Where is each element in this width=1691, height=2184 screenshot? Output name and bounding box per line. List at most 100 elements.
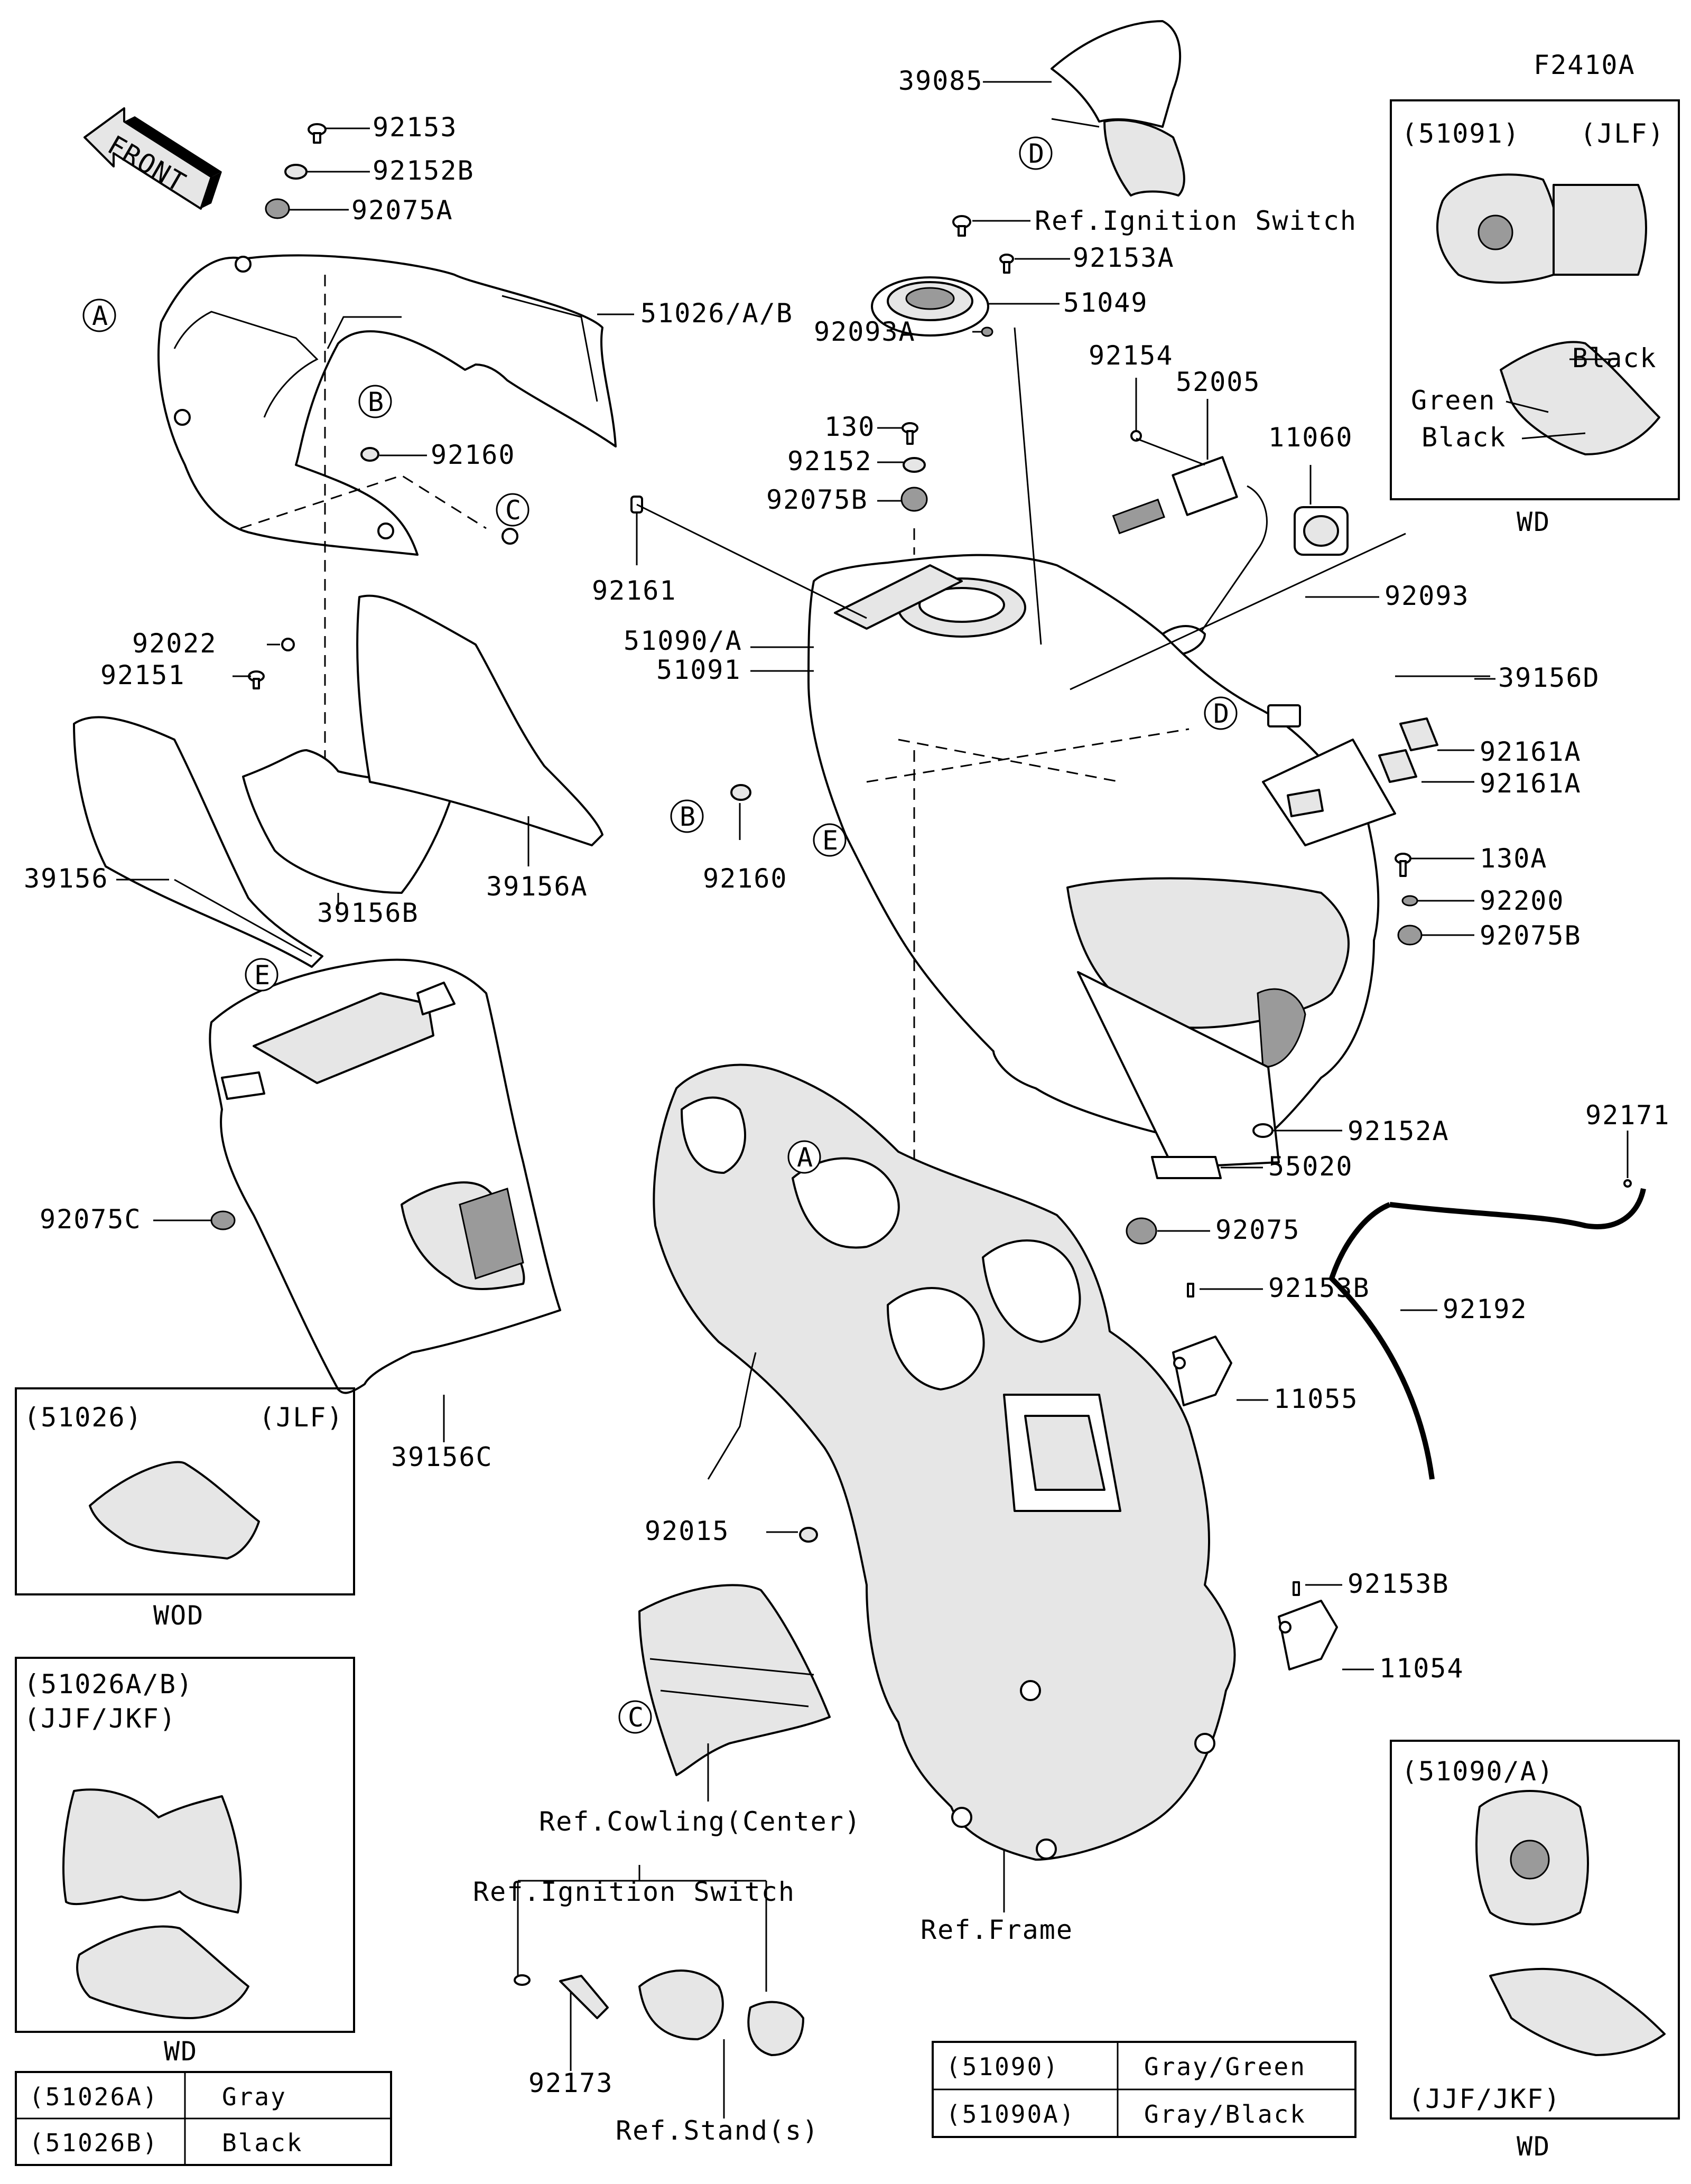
- color-table-51026-color-2: Black: [222, 2129, 303, 2157]
- label-92200: 92200: [1480, 885, 1565, 916]
- label-92075b-2: 92075B: [1480, 920, 1582, 951]
- label-ref-stand: Ref.Stand(s): [616, 2115, 819, 2146]
- label-39156d: 39156D: [1498, 662, 1600, 693]
- label-39156: 39156: [24, 863, 109, 894]
- ignition-stand-ref-drawing: [514, 1970, 804, 2056]
- inset-51091-color-2: Green: [1411, 385, 1496, 416]
- grommet-92160-b-icon: [730, 784, 751, 801]
- callout-d-upper: D: [1019, 136, 1053, 170]
- color-table-51026-part-2: (51026B): [29, 2129, 159, 2157]
- color-table-51090-color-2: Gray/Black: [1144, 2100, 1306, 2129]
- inset-51091-variant: (JLF): [1580, 118, 1665, 149]
- inset-51026-cover-drawing: [89, 1461, 260, 1560]
- front-arrow-icon: FRONT: [83, 107, 222, 210]
- svg-text:B: B: [368, 387, 385, 417]
- grommet-92075a-icon: [265, 198, 290, 219]
- label-92153a: 92153A: [1073, 242, 1175, 273]
- pad-92093-drawing: [1267, 704, 1301, 727]
- inset-51026ab-variant: (JJF/JKF): [24, 1703, 176, 1734]
- inset-51026ab-frame: [15, 1657, 355, 2033]
- screw-ignition-ref-icon: [952, 215, 971, 237]
- label-130: 130: [824, 412, 875, 442]
- collar-92015-icon: [799, 1527, 818, 1543]
- color-table-51026: [15, 2071, 392, 2166]
- inset-51090a-code: (51090/A): [1401, 1756, 1554, 1787]
- gasket-92093a-icon: [981, 326, 993, 337]
- label-92160-top: 92160: [431, 440, 516, 470]
- washer-92152b-icon: [284, 164, 308, 180]
- label-51091: 51091: [656, 655, 741, 685]
- label-92093a: 92093A: [814, 316, 916, 347]
- pad-39156a-drawing: [356, 594, 603, 846]
- svg-text:C: C: [505, 495, 522, 526]
- grommet-92075-icon: [1126, 1217, 1157, 1245]
- inset-51026-variant: (JLF): [259, 1402, 344, 1433]
- inset-51091-tank-drawing: [1436, 173, 1660, 455]
- label-92075: 92075: [1215, 1215, 1300, 1245]
- fastener-92153-icon: [308, 123, 327, 144]
- inset-51090a-tank-drawing: [1475, 1790, 1666, 2056]
- label-55020: 55020: [1268, 1151, 1353, 1182]
- inset-51026ab-code: (51026A/B): [24, 1669, 193, 1700]
- svg-text:E: E: [822, 825, 839, 856]
- color-table-51090-part-1: (51090): [946, 2052, 1060, 2081]
- svg-text:B: B: [680, 801, 696, 832]
- leader-lines: [116, 81, 1629, 2118]
- svg-text:A: A: [92, 301, 109, 331]
- label-92093: 92093: [1385, 581, 1470, 611]
- label-92075b: 92075B: [766, 484, 868, 515]
- label-ref-frame: Ref.Frame: [921, 1915, 1073, 1945]
- label-92192: 92192: [1443, 1294, 1528, 1324]
- side-cover-51026-drawing: [157, 254, 617, 556]
- label-92075a: 92075A: [351, 195, 453, 226]
- label-92173: 92173: [528, 2068, 614, 2098]
- screw-92151-icon: [248, 670, 265, 689]
- svg-text:D: D: [1213, 698, 1230, 729]
- svg-text:A: A: [797, 1142, 814, 1173]
- label-ref-ignition-top: Ref.Ignition Switch: [1035, 206, 1357, 236]
- label-92154: 92154: [1089, 340, 1174, 371]
- bolt-130-icon: [902, 422, 918, 445]
- inset-51026-frame: [15, 1387, 355, 1595]
- label-11060: 11060: [1268, 422, 1353, 453]
- callout-b-tank: B: [670, 799, 704, 833]
- inset-51026ab-cover-drawing: [62, 1788, 249, 2019]
- label-92152: 92152: [787, 446, 872, 477]
- color-table-51090-part-2: (51090A): [946, 2100, 1076, 2129]
- collar-92022-icon: [281, 638, 295, 651]
- grommet-92075c-icon: [210, 1210, 236, 1230]
- label-ref-cowling: Ref.Cowling(Center): [539, 1806, 861, 1837]
- label-92075c: 92075C: [40, 1204, 142, 1235]
- label-92022: 92022: [132, 628, 217, 659]
- label-11054: 11054: [1379, 1653, 1464, 1684]
- pad-39156d-drawing: [1262, 739, 1396, 846]
- label-92161a-2: 92161A: [1480, 768, 1582, 799]
- callout-a-upper: A: [82, 298, 116, 332]
- inset-51091-color-1: Black: [1572, 343, 1657, 374]
- color-table-51090-color-1: Gray/Green: [1144, 2052, 1306, 2081]
- color-table-51090: [932, 2041, 1356, 2138]
- inset-51090a-variant: (JJF/JKF): [1408, 2084, 1561, 2114]
- inset-51091-footer: WD: [1517, 507, 1550, 537]
- label-92171: 92171: [1585, 1100, 1670, 1131]
- figure-code: F2410A: [1534, 50, 1636, 80]
- color-table-51026-color-1: Gray: [222, 2083, 287, 2111]
- grommet-92160-icon: [360, 447, 379, 462]
- washer-92152-icon: [903, 457, 926, 473]
- callout-d-tank: D: [1204, 696, 1238, 730]
- bolt-92153b-icon: [1187, 1283, 1194, 1298]
- inset-51091-color-3: Black: [1421, 422, 1507, 453]
- bolt-92152a-icon: [1252, 1123, 1274, 1138]
- tank-cover-39156c-drawing: [209, 958, 561, 1394]
- label-39156b: 39156B: [317, 898, 419, 928]
- svg-text:E: E: [254, 960, 271, 991]
- bracket-11054-drawing: [1278, 1600, 1338, 1670]
- label-92160-mid: 92160: [703, 863, 788, 894]
- label-92151: 92151: [100, 660, 185, 690]
- label-ref-ignition-bottom: Ref.Ignition Switch: [473, 1877, 795, 1907]
- screw-92154-icon: [1130, 430, 1142, 442]
- damper-92161a-icons: [1378, 717, 1438, 783]
- inset-51026ab-footer: WD: [164, 2036, 198, 2067]
